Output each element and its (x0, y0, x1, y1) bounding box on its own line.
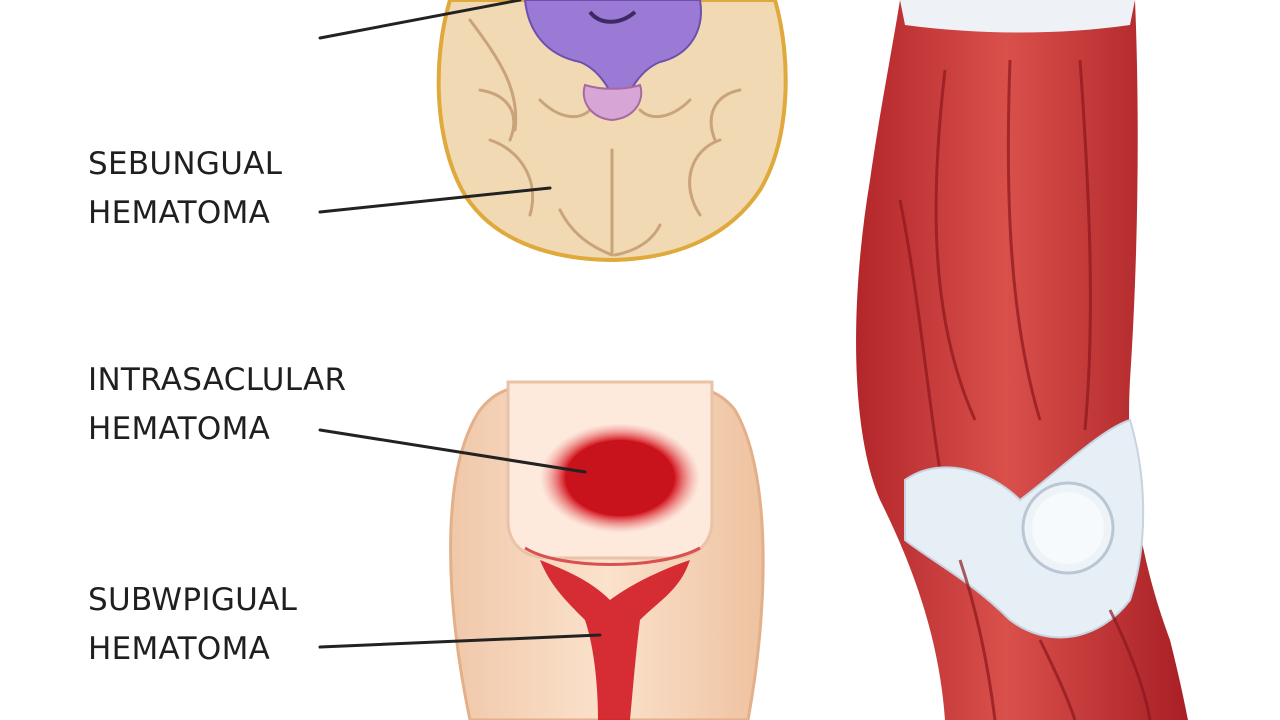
label-line: HEMATOMA (88, 411, 271, 447)
leader-line-1 (318, 0, 522, 40)
label-intrasaclular-hematoma: INTRASACLULAR HEMATOMA (88, 356, 346, 454)
leg-muscles (856, 0, 1188, 720)
label-line: HEMATOMA (88, 0, 270, 8)
leader-line-4 (318, 633, 602, 649)
label-line: HEMATOMA (88, 631, 271, 667)
label-line: HEMATOMA (88, 195, 271, 231)
label-sebungual-hematoma: SEBUNGUAL HEMATOMA (88, 140, 282, 238)
leader-line-3 (318, 428, 587, 474)
label-hematoma-top: HEMATOMA (88, 0, 270, 8)
label-line: INTRASACLULAR (88, 362, 347, 398)
finger-with-nail (449, 380, 765, 720)
label-line: SUBWPIGUAL (88, 582, 298, 618)
label-line: SEBUNGUAL (88, 146, 283, 182)
brain-cross-section (436, 0, 788, 263)
leader-line-2 (318, 186, 552, 214)
label-subungual-hematoma: SUBWPIGUAL HEMATOMA (88, 576, 297, 674)
